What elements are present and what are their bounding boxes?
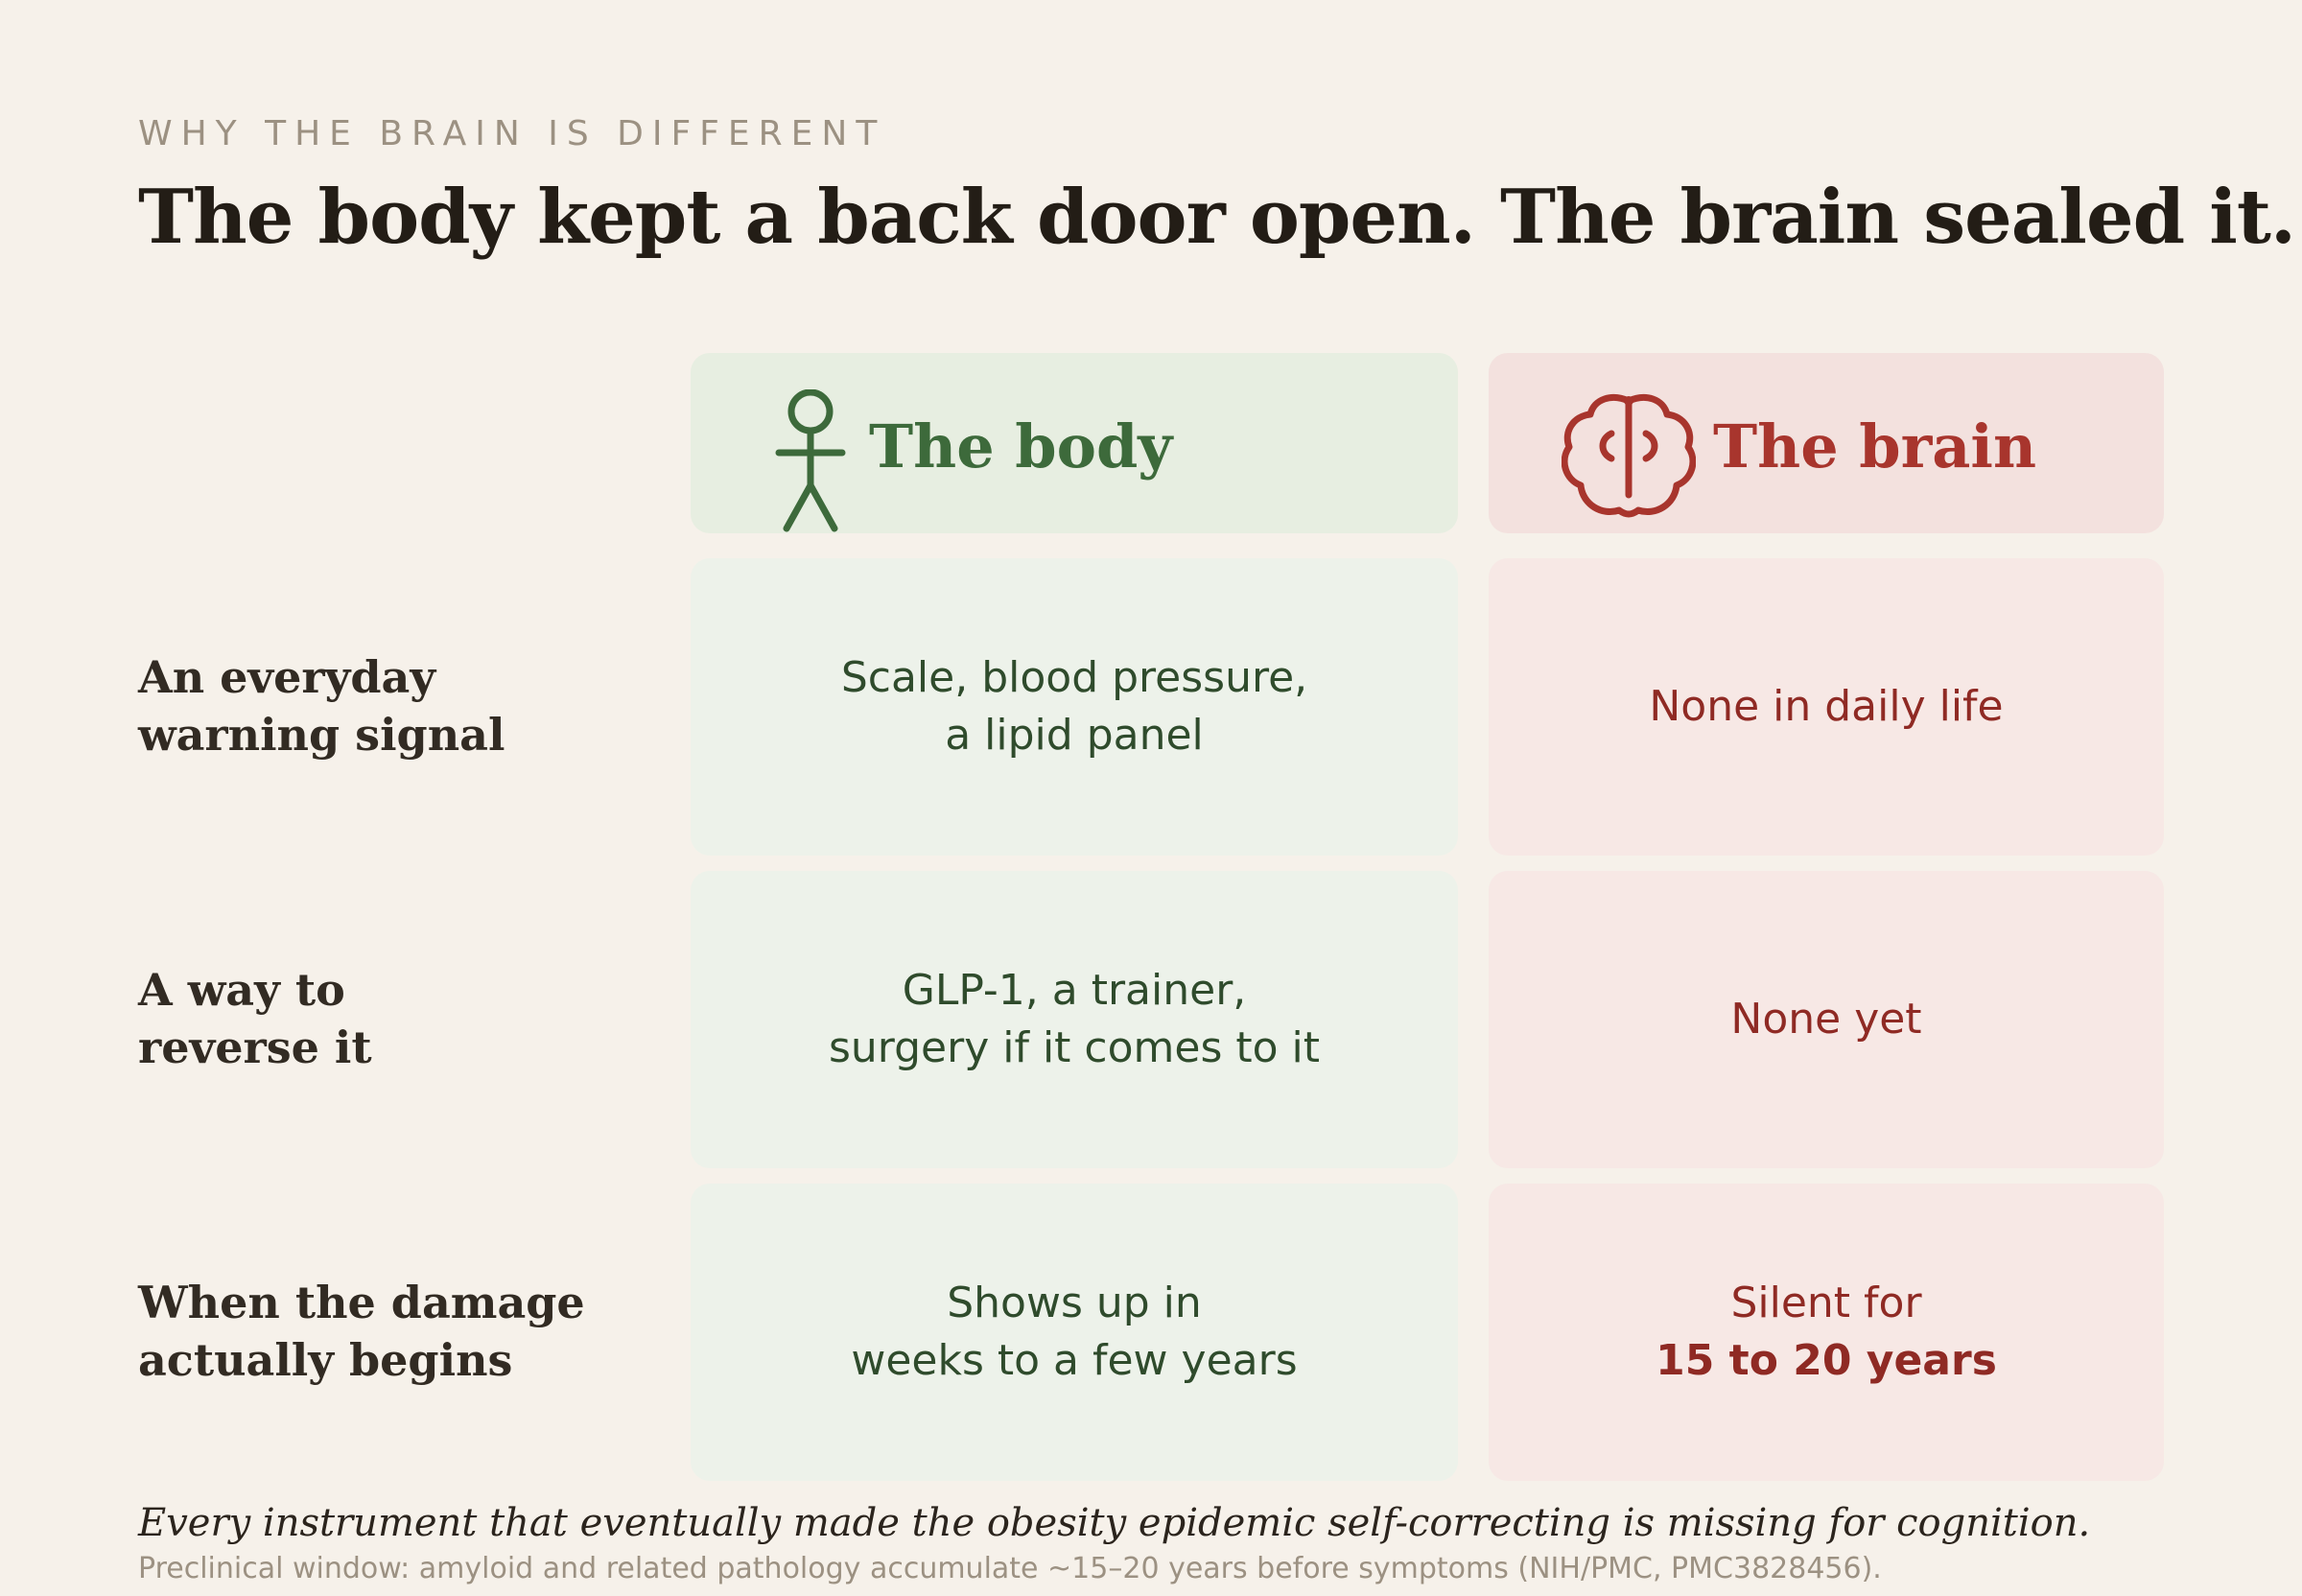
row-label-warning-signal: An everyday warning signal [138, 648, 637, 763]
footnote-source: Preclinical window: amyloid and related … [138, 1552, 1882, 1585]
column-title-body: The body [869, 411, 1173, 481]
footnote-main: Every instrument that eventually made th… [138, 1501, 2091, 1545]
brain-icon [1562, 394, 1696, 518]
cell-text: weeks to a few years [851, 1336, 1298, 1385]
row-label-line: An everyday [138, 651, 436, 703]
page-title: The body kept a back door open. The brai… [138, 174, 2296, 261]
row-label-line: reverse it [138, 1021, 372, 1073]
row-label-damage-begins: When the damage actually begins [138, 1274, 637, 1389]
column-header-brain: The brain [1489, 353, 2164, 533]
cell-body-reverse: GLP-1, a trainer, surgery if it comes to… [691, 871, 1458, 1168]
cell-text: a lipid panel [945, 711, 1204, 760]
cell-emphasis: 15 to 20 years [1656, 1336, 1997, 1385]
person-icon [775, 389, 846, 532]
row-label-line: When the damage [138, 1277, 585, 1328]
cell-text: GLP-1, a trainer, [902, 966, 1247, 1015]
cell-text: surgery if it comes to it [829, 1023, 1320, 1072]
column-title-brain: The brain [1713, 411, 2037, 481]
cell-text: Shows up in [947, 1279, 1202, 1327]
cell-brain-warning-signal: None in daily life [1489, 558, 2164, 856]
cell-brain-reverse: None yet [1489, 871, 2164, 1168]
cell-brain-damage-begins: Silent for 15 to 20 years [1489, 1184, 2164, 1481]
cell-text: Silent for [1730, 1279, 1922, 1327]
cell-body-warning-signal: Scale, blood pressure, a lipid panel [691, 558, 1458, 856]
row-label-reverse: A way to reverse it [138, 961, 637, 1076]
row-label-line: warning signal [138, 709, 505, 761]
row-label-line: actually begins [138, 1334, 513, 1386]
eyebrow: WHY THE BRAIN IS DIFFERENT [138, 114, 886, 153]
column-header-body: The body [691, 353, 1458, 533]
cell-text: None yet [1730, 995, 1922, 1044]
cell-body-damage-begins: Shows up in weeks to a few years [691, 1184, 1458, 1481]
row-label-line: A way to [138, 964, 345, 1016]
cell-text: Scale, blood pressure, [840, 653, 1308, 702]
cell-text: None in daily life [1649, 682, 2004, 731]
